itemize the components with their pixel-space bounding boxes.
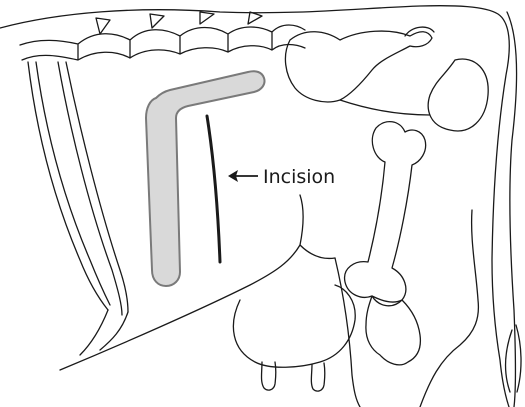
approach-band [146, 71, 265, 286]
tail-switch [506, 325, 521, 392]
flank-fold [300, 195, 335, 258]
femur-outline [345, 122, 426, 306]
vertebrae-outline [20, 25, 305, 60]
incision-arrow [228, 170, 258, 182]
dorsal-processes [96, 12, 262, 34]
rib-2 [58, 62, 128, 315]
tibia-outline [366, 296, 420, 365]
incision-line [207, 116, 220, 262]
rib-1 [28, 62, 110, 310]
teat-rear [311, 363, 324, 391]
udder-outline [233, 285, 355, 367]
pelvis-outline [285, 31, 432, 102]
hind-leg-outline [335, 210, 478, 407]
body-outline-back [0, 6, 509, 407]
incision-label: Incision [263, 166, 335, 188]
tail-outline [507, 12, 517, 407]
ischium-outline [340, 59, 488, 131]
last-rib-tip [80, 310, 128, 355]
